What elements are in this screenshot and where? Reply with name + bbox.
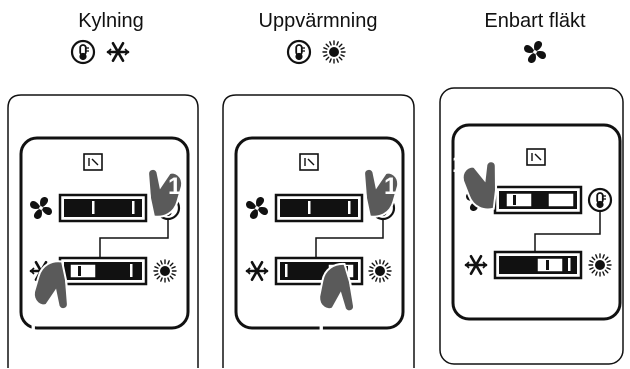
device-outline — [7, 94, 199, 368]
display-icon — [299, 153, 319, 171]
link-line — [315, 219, 384, 258]
svg-text:1: 1 — [314, 313, 327, 340]
panel-title-fan-only: Enbart fläkt — [484, 10, 586, 32]
link-line — [534, 211, 601, 252]
cool-heat-switch[interactable] — [58, 256, 148, 286]
fan-icon — [524, 41, 546, 63]
pointing-hand-top: 1 — [133, 163, 188, 224]
panel-cooling: 1 1 — [7, 39, 199, 368]
panel-title-cooling: Kylning — [78, 10, 144, 32]
panel-heating: 1 1 — [222, 39, 415, 368]
pointing-hand-top: 1 — [349, 163, 404, 224]
thermometer-icon — [286, 39, 312, 65]
svg-text:1: 1 — [168, 173, 181, 200]
fan-switch[interactable] — [58, 193, 148, 223]
pointing-hand-bottom: 1 — [314, 258, 366, 340]
sun-icon — [588, 253, 612, 277]
panel-fan-only: 1 — [439, 41, 624, 365]
svg-text:1: 1 — [384, 173, 397, 200]
cool-heat-switch[interactable] — [493, 250, 583, 280]
fan-switch[interactable] — [493, 185, 583, 215]
display-icon — [526, 148, 546, 166]
fan-switch[interactable] — [274, 193, 364, 223]
pointing-hand-top: 1 — [452, 151, 514, 217]
device-outline — [222, 94, 415, 368]
display-icon — [83, 153, 103, 171]
thermometer-icon — [70, 39, 96, 65]
panel-title-heating: Uppvärmning — [258, 10, 378, 32]
sun-icon — [322, 40, 346, 64]
link-line — [99, 219, 169, 258]
sun-icon — [153, 259, 177, 283]
device-outline — [439, 87, 624, 365]
pointing-hand-bottom: 1 — [26, 254, 83, 338]
svg-text:1: 1 — [26, 311, 39, 338]
thermostat-icon — [587, 187, 613, 213]
snowflake-icon — [106, 41, 130, 63]
sun-icon — [368, 259, 392, 283]
svg-text:1: 1 — [452, 151, 465, 178]
